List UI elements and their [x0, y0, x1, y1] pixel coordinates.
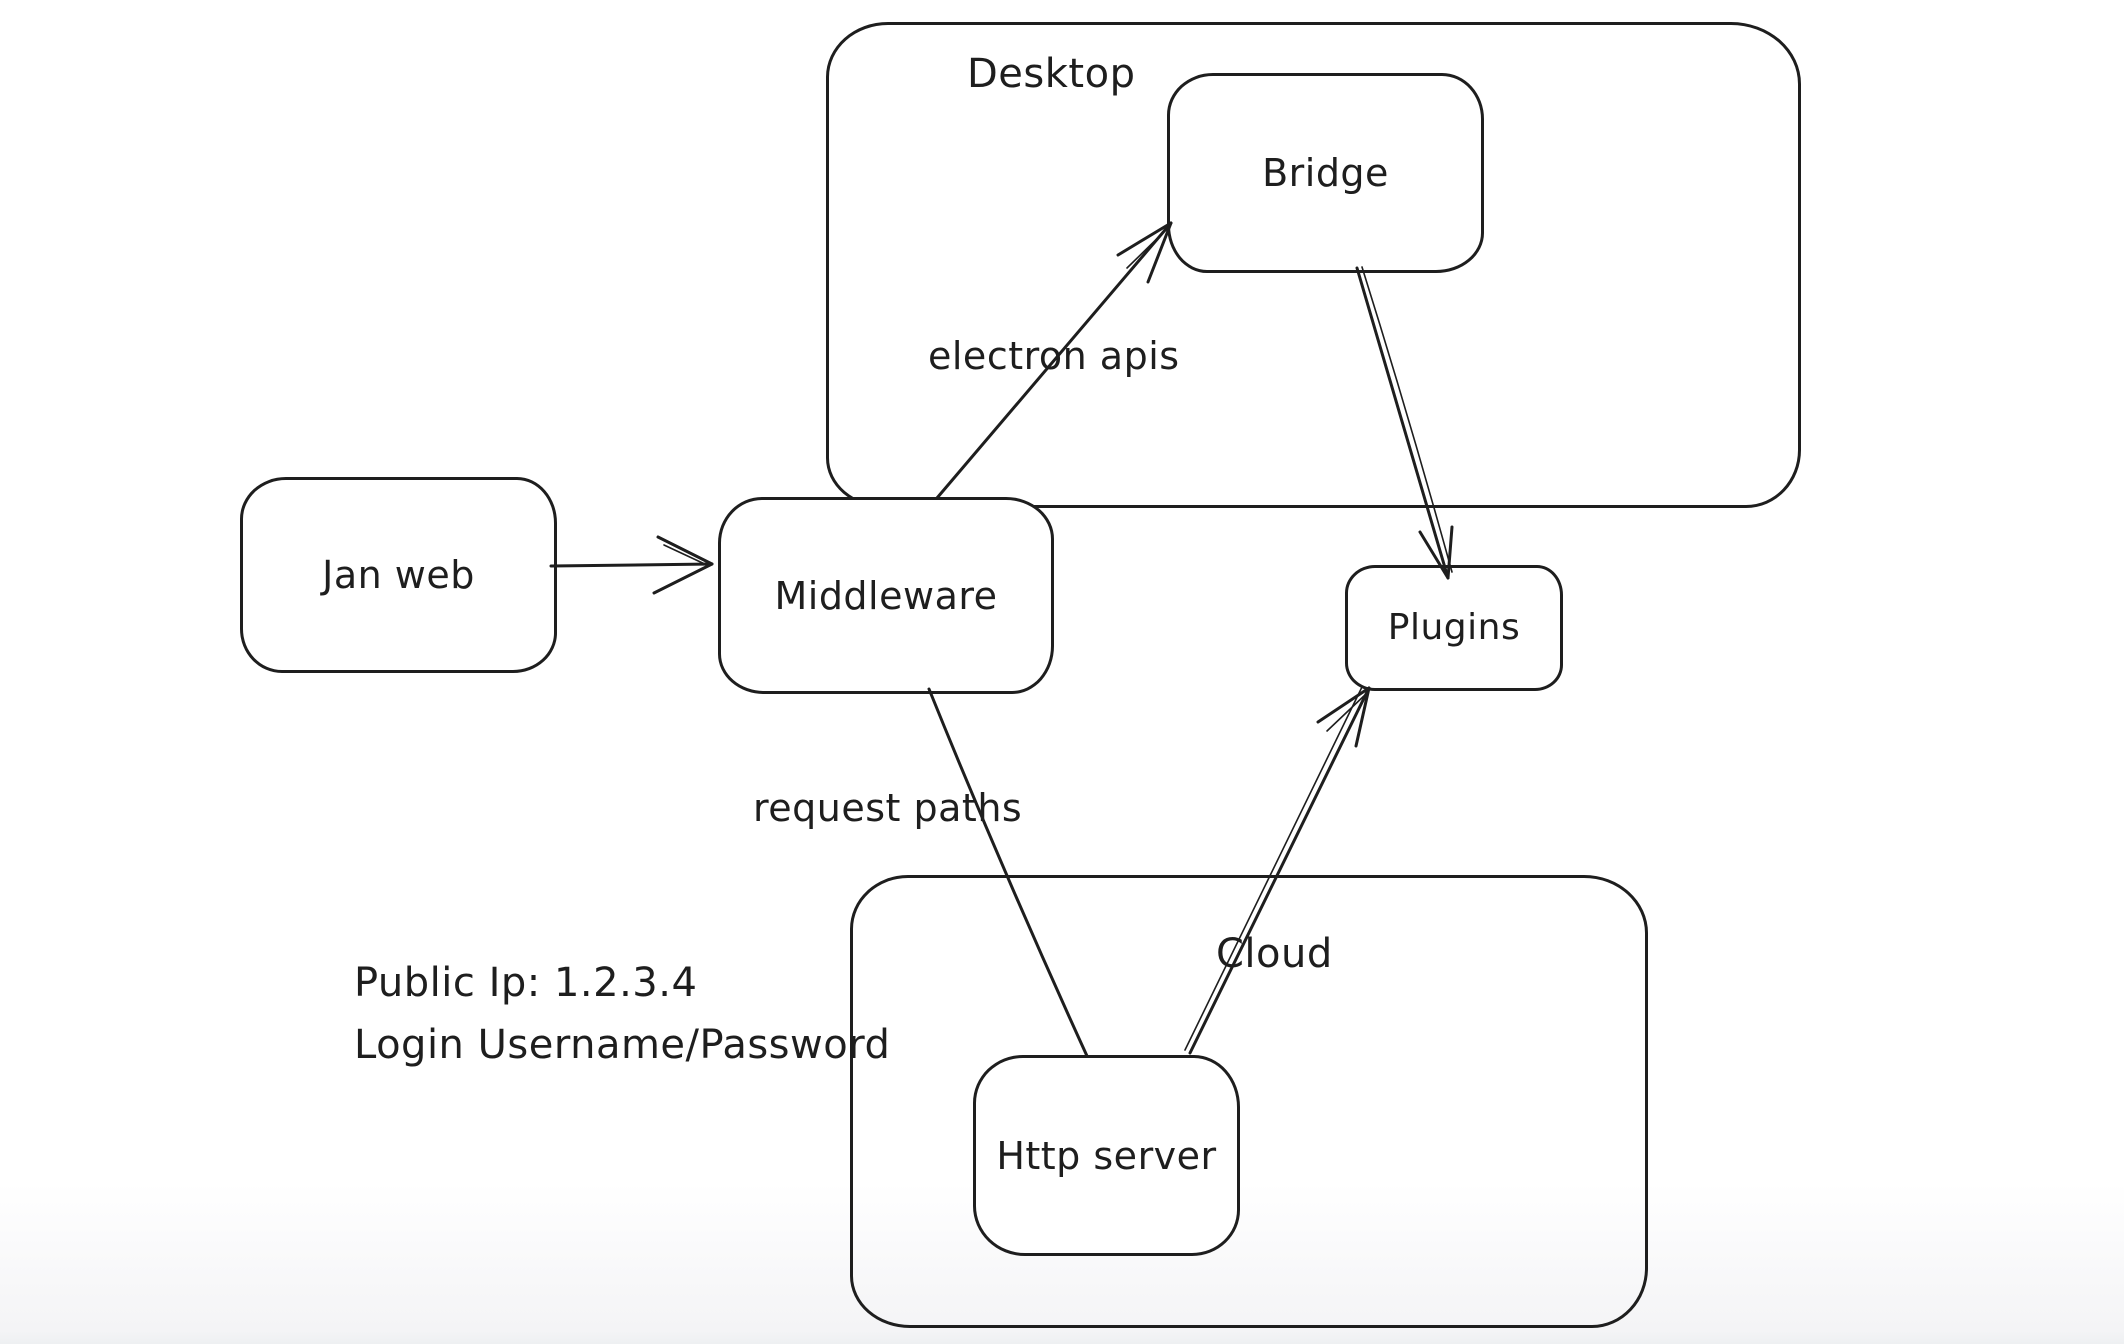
- edge-label-request-paths: request paths: [753, 786, 1023, 830]
- node-bridge-label: Bridge: [1262, 151, 1389, 195]
- node-jan-web-label: Jan web: [322, 553, 475, 597]
- node-plugins-label: Plugins: [1387, 607, 1521, 648]
- container-desktop: [826, 22, 1801, 508]
- node-middleware-label: Middleware: [774, 573, 998, 618]
- arrowhead-plugins-bottom: [1316, 686, 1371, 748]
- annotation-cloud-credentials: Public Ip: 1.2.3.4 Login Username/Passwo…: [354, 952, 890, 1076]
- node-http-server-label: Http server: [996, 1133, 1217, 1178]
- node-jan-web: Jan web: [240, 477, 557, 673]
- node-bridge: Bridge: [1167, 73, 1484, 273]
- edge-janweb-to-middleware: [549, 535, 714, 595]
- container-desktop-label: Desktop: [967, 51, 1136, 97]
- annotation-public-ip: Public Ip: 1.2.3.4: [354, 960, 698, 1006]
- node-middleware: Middleware: [718, 497, 1054, 694]
- node-http-server: Http server: [973, 1055, 1240, 1256]
- annotation-login: Login Username/Password: [354, 1022, 891, 1068]
- node-plugins: Plugins: [1345, 565, 1563, 691]
- container-cloud-label: Cloud: [1216, 931, 1333, 977]
- arrowhead-middleware: [652, 535, 714, 595]
- edge-label-electron-apis: electron apis: [928, 334, 1180, 378]
